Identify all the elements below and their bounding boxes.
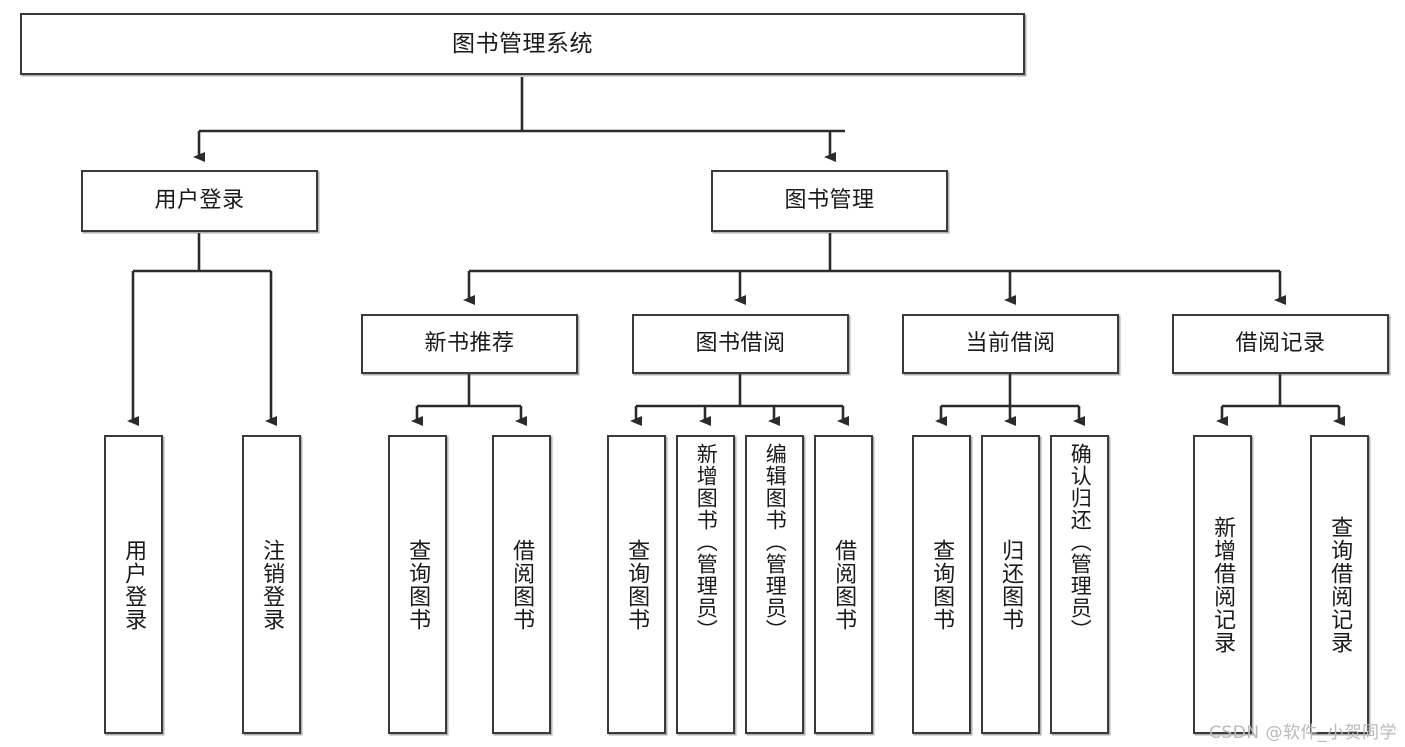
node-leaf-edit-book[interactable]: 编辑图书（管理员） <box>745 435 804 734</box>
node-leaf-query-record[interactable]: 查询借阅记录 <box>1310 435 1369 734</box>
node-book-management-label: 图书管理 <box>784 188 875 213</box>
node-leaf-return-book[interactable]: 归还图书 <box>981 435 1040 734</box>
node-leaf-query-book-3-label: 查询图书 <box>929 538 955 631</box>
node-leaf-query-book-2[interactable]: 查询图书 <box>607 435 666 734</box>
node-root-label: 图书管理系统 <box>452 30 593 57</box>
node-leaf-add-record-label: 新增借阅记录 <box>1210 515 1236 654</box>
node-leaf-user-login-label: 用户登录 <box>121 538 147 631</box>
node-leaf-confirm-return[interactable]: 确认归还（管理员） <box>1050 435 1109 734</box>
node-leaf-borrow-book-2-label: 借阅图书 <box>831 538 857 631</box>
node-leaf-query-book-1-label: 查询图书 <box>405 538 431 631</box>
node-leaf-add-record[interactable]: 新增借阅记录 <box>1193 435 1252 734</box>
node-leaf-confirm-return-label: 确认归还（管理员） <box>1068 443 1093 641</box>
node-leaf-borrow-book-1[interactable]: 借阅图书 <box>492 435 551 734</box>
node-leaf-return-book-label: 归还图书 <box>998 538 1024 631</box>
node-leaf-add-book-label: 新增图书（管理员） <box>694 443 719 641</box>
node-leaf-borrow-book-1-label: 借阅图书 <box>509 538 535 631</box>
node-borrow-record-label: 借阅记录 <box>1235 331 1326 356</box>
node-current-borrow-label: 当前借阅 <box>965 331 1056 356</box>
node-borrow-record[interactable]: 借阅记录 <box>1172 314 1389 374</box>
watermark: CSDN @软件_小贺同学 <box>1209 723 1397 743</box>
node-book-borrow-label: 图书借阅 <box>695 331 786 356</box>
node-user-login-label: 用户登录 <box>154 188 245 213</box>
node-current-borrow[interactable]: 当前借阅 <box>902 314 1119 374</box>
node-new-book-recommend-label: 新书推荐 <box>424 331 515 356</box>
node-leaf-borrow-book-2[interactable]: 借阅图书 <box>814 435 873 734</box>
node-leaf-logout-login[interactable]: 注销登录 <box>242 435 301 734</box>
node-leaf-query-book-3[interactable]: 查询图书 <box>912 435 971 734</box>
node-leaf-user-login[interactable]: 用户登录 <box>104 435 163 734</box>
node-book-borrow[interactable]: 图书借阅 <box>632 314 849 374</box>
node-new-book-recommend[interactable]: 新书推荐 <box>361 314 578 374</box>
node-leaf-logout-login-label: 注销登录 <box>259 538 285 631</box>
node-leaf-edit-book-label: 编辑图书（管理员） <box>763 443 788 641</box>
node-leaf-add-book[interactable]: 新增图书（管理员） <box>676 435 735 734</box>
node-leaf-query-book-1[interactable]: 查询图书 <box>388 435 447 734</box>
node-user-login[interactable]: 用户登录 <box>81 170 318 232</box>
node-leaf-query-record-label: 查询借阅记录 <box>1327 515 1353 654</box>
node-leaf-query-book-2-label: 查询图书 <box>624 538 650 631</box>
node-root[interactable]: 图书管理系统 <box>20 13 1025 75</box>
node-book-management[interactable]: 图书管理 <box>711 170 948 232</box>
